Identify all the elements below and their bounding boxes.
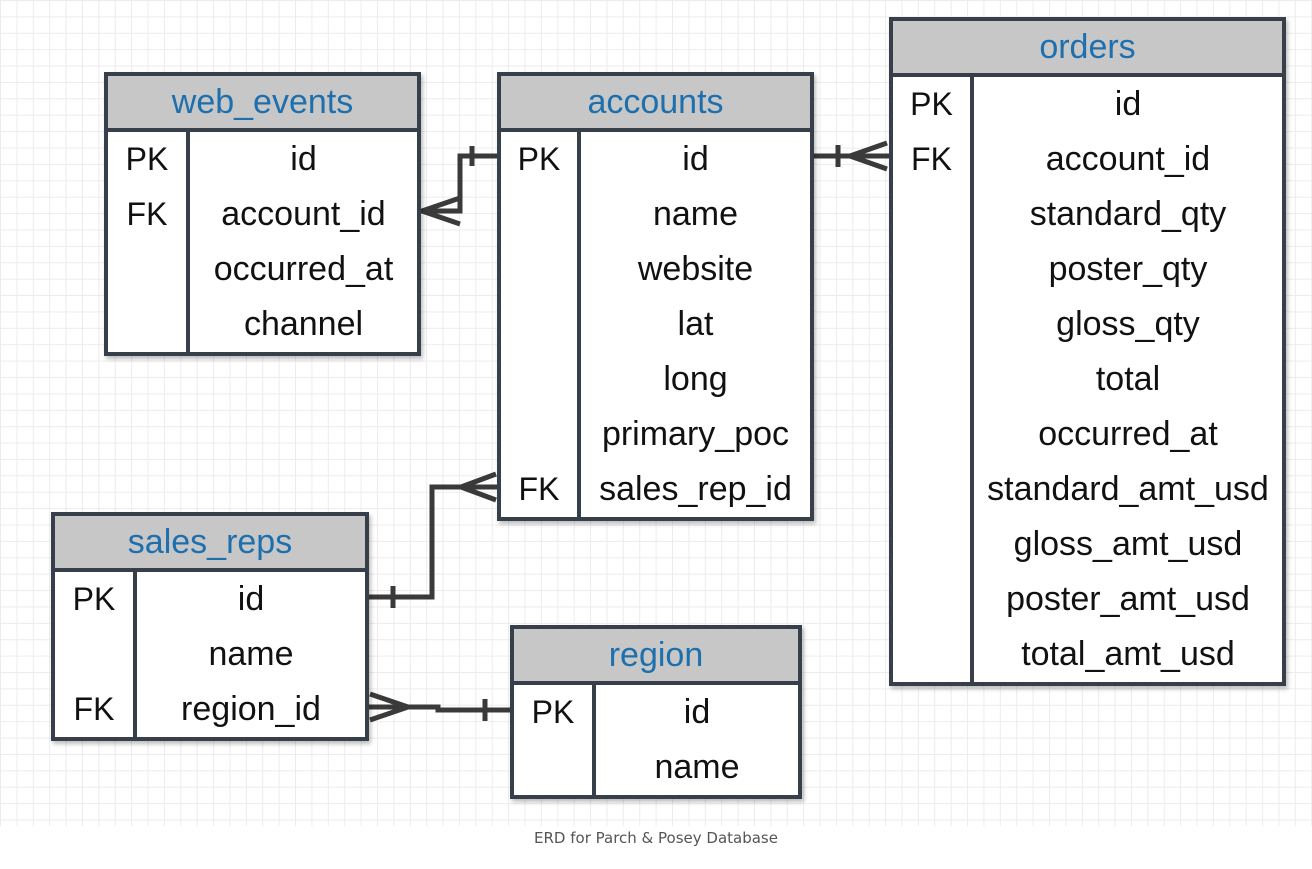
relationship-connectors (368, 140, 889, 723)
attribute-name: channel (243, 305, 364, 343)
key-label: PK (125, 141, 169, 177)
attribute-name: name (652, 195, 739, 233)
attribute-row: PK id (893, 77, 1282, 132)
entity-rows: PK id name website lat long primary_p (501, 132, 810, 517)
entity-title: web_events (108, 76, 417, 132)
attribute-row: name (55, 627, 365, 682)
key-label: PK (517, 141, 561, 177)
crow-foot-many-icon (369, 691, 409, 723)
attribute-row: website (501, 242, 810, 297)
diagram-caption: ERD for Parch & Posey Database (534, 829, 778, 847)
attribute-row: standard_qty (893, 187, 1282, 242)
entity-rows: PK id FK account_id occurred_at channel (108, 132, 417, 352)
entity-accounts[interactable]: accounts PK id name website lat long (497, 72, 814, 521)
attribute-row: PK id (514, 685, 798, 740)
attribute-row: name (501, 187, 810, 242)
entity-web-events[interactable]: web_events PK id FK account_id occurred_… (104, 72, 421, 356)
diagram-canvas: web_events PK id FK account_id occurred_… (0, 0, 1312, 826)
attribute-row: total_amt_usd (893, 627, 1282, 682)
entity-rows: PK id name FK region_id (55, 572, 365, 737)
attribute-name: poster_qty (1048, 250, 1208, 288)
attribute-row: PK id (501, 132, 810, 187)
attribute-row: FK region_id (55, 682, 365, 737)
key-label: FK (126, 196, 168, 232)
attribute-name: total_amt_usd (1021, 635, 1235, 673)
crow-foot-many-icon (414, 195, 461, 227)
attribute-row: FK account_id (893, 132, 1282, 187)
entity-title: accounts (501, 76, 810, 132)
entity-title: region (514, 629, 798, 685)
crow-foot-many-icon (460, 471, 497, 503)
entity-region[interactable]: region PK id name (510, 625, 802, 799)
attribute-name: gloss_amt_usd (1013, 525, 1243, 563)
entity-title: sales_reps (55, 516, 365, 572)
attribute-row: primary_poc (501, 407, 810, 462)
attribute-name: id (682, 140, 709, 178)
attribute-row: poster_qty (893, 242, 1282, 297)
entity-rows: PK id FK account_id standard_qty poster_… (893, 77, 1282, 682)
key-label: PK (910, 86, 953, 122)
attribute-name: standard_qty (1029, 195, 1227, 233)
attribute-name: occurred_at (1038, 415, 1218, 453)
key-label: FK (73, 691, 115, 727)
attribute-row: gloss_qty (893, 297, 1282, 352)
attribute-name: id (683, 693, 711, 731)
attribute-row: PK id (108, 132, 417, 187)
attribute-name: account_id (221, 195, 386, 233)
attribute-row: lat (501, 297, 810, 352)
attribute-row: PK id (55, 572, 365, 627)
attribute-row: long (501, 352, 810, 407)
attribute-name: name (654, 748, 740, 786)
entity-title: orders (893, 21, 1282, 77)
attribute-name: standard_amt_usd (987, 470, 1269, 508)
connector-line (420, 153, 498, 214)
attribute-name: sales_rep_id (599, 470, 792, 508)
crow-foot-many-icon (849, 140, 888, 172)
attribute-name: region_id (181, 690, 321, 728)
attribute-row: total (893, 352, 1282, 407)
rel-accounts-salesreps (368, 471, 498, 608)
attribute-name: poster_amt_usd (1006, 580, 1250, 618)
attribute-row: standard_amt_usd (893, 462, 1282, 517)
key-label: FK (518, 471, 560, 507)
attribute-row: FK account_id (108, 187, 417, 242)
attribute-name: name (208, 635, 294, 673)
rel-orders-accounts (813, 140, 889, 172)
attribute-name: account_id (1045, 140, 1211, 178)
attribute-name: id (1114, 85, 1142, 123)
attribute-name: id (290, 140, 317, 178)
rel-salesreps-region (368, 691, 511, 723)
attribute-name: primary_poc (601, 415, 790, 453)
attribute-name: id (237, 580, 265, 618)
attribute-name: lat (677, 305, 714, 343)
entity-sales-reps[interactable]: sales_reps PK id name FK region_id (51, 512, 369, 741)
attribute-row: name (514, 740, 798, 795)
attribute-row: poster_amt_usd (893, 572, 1282, 627)
entity-orders[interactable]: orders PK id FK account_id standard_qty … (889, 17, 1286, 686)
attribute-name: website (637, 250, 754, 288)
attribute-row: occurred_at (893, 407, 1282, 462)
key-label: PK (72, 581, 116, 617)
key-label: FK (911, 141, 952, 177)
attribute-name: total (1095, 360, 1161, 398)
attribute-name: occurred_at (213, 250, 394, 288)
attribute-name: gloss_qty (1056, 305, 1200, 343)
key-label: PK (531, 694, 575, 730)
attribute-row: occurred_at (108, 242, 417, 297)
attribute-row: FK sales_rep_id (501, 462, 810, 517)
rel-web-events-accounts (414, 146, 498, 227)
connector-line (368, 704, 511, 713)
attribute-row: channel (108, 297, 417, 352)
entity-rows: PK id name (514, 685, 798, 795)
attribute-row: gloss_amt_usd (893, 517, 1282, 572)
attribute-name: long (663, 360, 728, 398)
connector-line (368, 484, 498, 600)
